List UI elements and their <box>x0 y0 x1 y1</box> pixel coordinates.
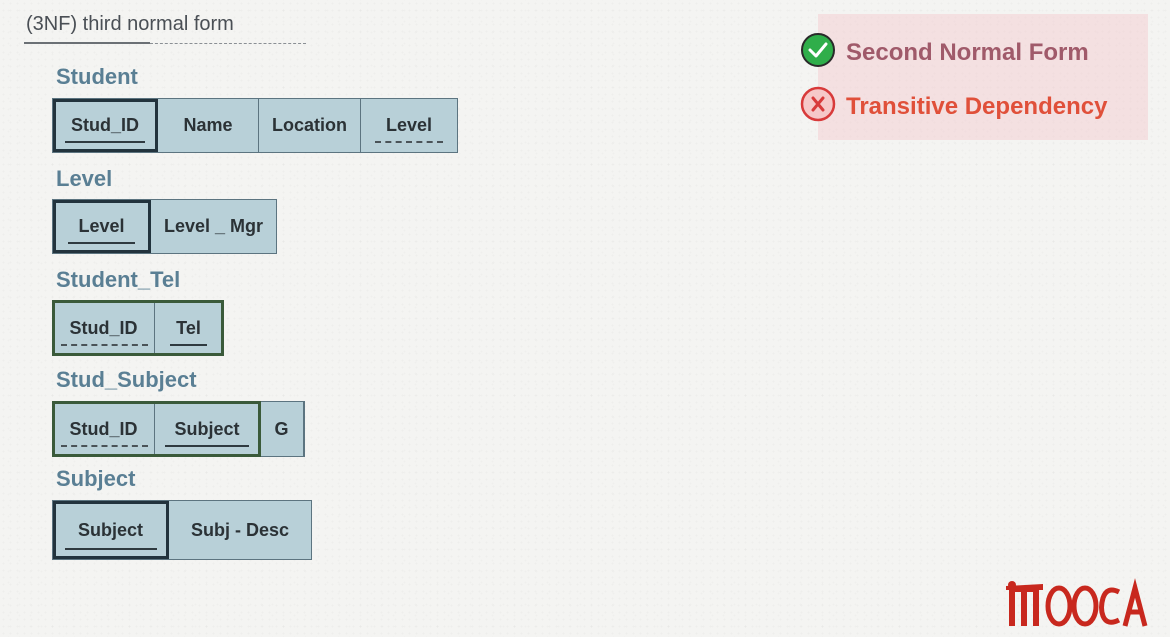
table-cell-level: Level <box>53 200 151 253</box>
primary-key-underline <box>64 548 157 550</box>
table-name-level: Level <box>56 166 113 191</box>
table-cell-level: Level <box>361 99 457 152</box>
page-title: (3NF) third normal form <box>26 13 234 35</box>
table-subject: Subject Subj - Desc <box>52 500 312 560</box>
table-cell-stud-id: Stud_ID <box>53 99 158 152</box>
table-name-student-tel: Student_Tel <box>56 267 181 292</box>
table-cell-stud-id: Stud_ID <box>53 301 155 355</box>
table-stud-subject: Stud_ID Subject G <box>52 401 305 457</box>
table-cell-tel: Tel <box>155 301 223 355</box>
check-circle-icon <box>800 32 836 73</box>
legend-label: Second Normal Form <box>846 38 1089 66</box>
table-cell-stud-id: Stud_ID <box>53 402 155 456</box>
table-cell-subj-desc: Subj - Desc <box>190 519 290 540</box>
table-level: Level Level _ Mgr <box>52 199 277 254</box>
legend-item-transitive-dependency: Transitive Dependency <box>800 86 1107 127</box>
foreign-key-underline <box>375 141 443 143</box>
key-underline <box>165 445 249 447</box>
x-circle-icon <box>800 86 836 127</box>
table-cell-g: G <box>260 402 304 456</box>
legend-label: Transitive Dependency <box>846 92 1108 120</box>
foreign-key-underline <box>61 445 148 447</box>
primary-key-underline <box>65 141 145 143</box>
table-name-student: Student <box>56 64 138 89</box>
table-cell-subject: Subject <box>53 501 169 559</box>
table-cell-level-mgr: Level _ Mgr <box>163 216 264 236</box>
primary-key-underline <box>67 242 136 244</box>
table-cell-name: Name <box>158 99 259 152</box>
title-underline <box>24 42 150 44</box>
foreign-key-underline <box>61 344 148 346</box>
table-student: Stud_ID Name Location Level <box>52 98 458 153</box>
key-underline <box>169 344 208 346</box>
title-dashed-rule <box>150 43 306 44</box>
table-cell-location: Location <box>259 99 361 152</box>
table-student-tel: Stud_ID Tel <box>52 300 224 356</box>
table-name-stud-subject: Stud_Subject <box>56 367 197 392</box>
legend-item-second-normal-form: Second Normal Form <box>800 32 1089 73</box>
table-name-subject: Subject <box>56 466 136 491</box>
table-cell-subject: Subject <box>155 402 260 456</box>
mooca-logo <box>1003 578 1148 635</box>
legend-panel <box>818 14 1148 140</box>
